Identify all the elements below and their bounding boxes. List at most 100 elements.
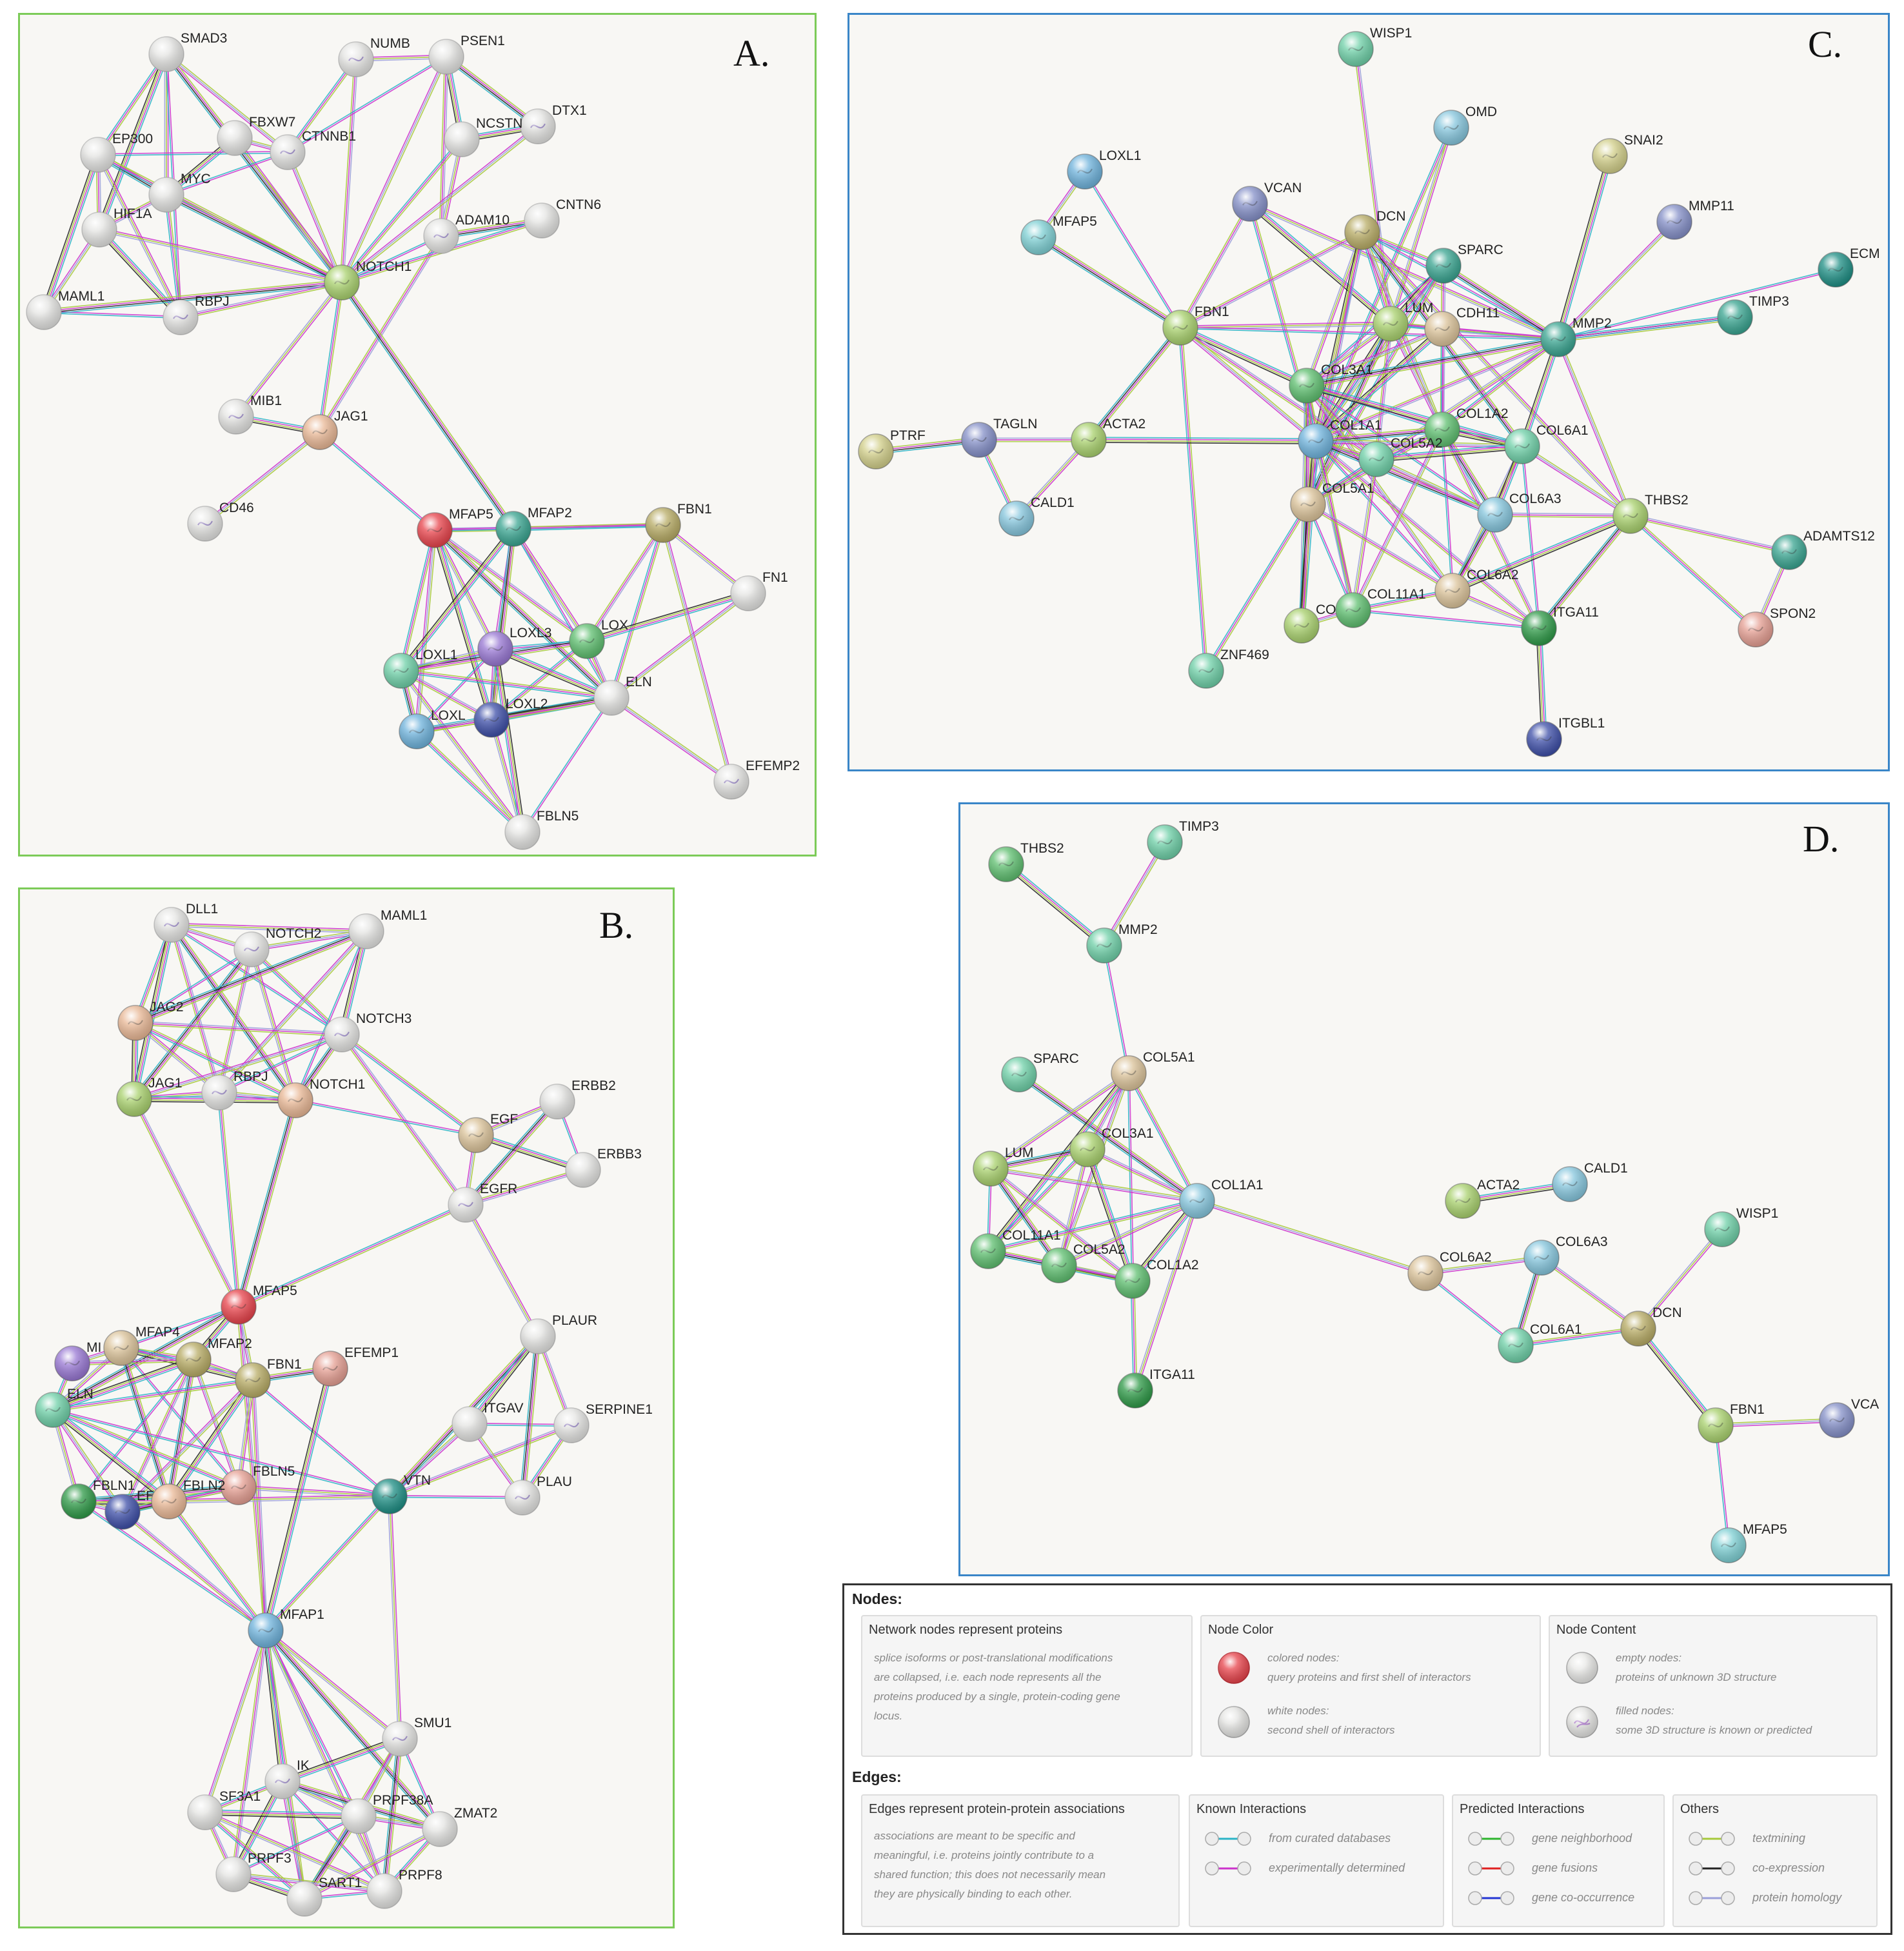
node-a-maml1[interactable]: MAML1 [26,289,104,330]
node-b-notch2[interactable]: NOTCH2 [233,926,321,967]
node-b-itgav[interactable]: ITGAV [451,1401,523,1442]
node-a-lox[interactable]: LOX [569,618,628,659]
node-c-col5a2[interactable]: COL5A2 [1358,436,1443,477]
node-a-ctnnb1[interactable]: CTNNB1 [270,129,356,170]
node-c-spon2[interactable]: SPON2 [1738,606,1816,648]
node-b-plau[interactable]: PLAU [504,1474,572,1516]
node-b-ik[interactable]: IK [264,1758,310,1799]
node-d-acta2[interactable]: ACTA2 [1445,1178,1520,1219]
node-c-col5a1[interactable]: COL5A1 [1290,481,1374,522]
node-d-dcn[interactable]: DCN [1620,1305,1682,1347]
node-a-jag1[interactable]: JAG1 [302,409,368,450]
node-b-notch1[interactable]: NOTCH1 [277,1077,365,1118]
node-a-mfap2[interactable]: MFAP2 [495,506,572,547]
node-b-jag2[interactable]: JAG2 [117,1000,184,1041]
node-a-mib1[interactable]: MIB1 [218,393,282,435]
node-d-cald1[interactable]: CALD1 [1552,1161,1628,1202]
node-d-mfap5[interactable]: MFAP5 [1711,1522,1787,1563]
node-a-fbxw7[interactable]: FBXW7 [217,115,295,156]
node-d-col1a2[interactable]: COL1A2 [1115,1258,1199,1299]
node-b-notch3[interactable]: NOTCH3 [324,1011,412,1053]
node-b-rbpj[interactable]: RBPJ [201,1069,268,1111]
node-b-maml1[interactable]: MAML1 [348,908,427,949]
node-a-mfap5[interactable]: MFAP5 [417,507,493,548]
node-c-itga11[interactable]: ITGA11 [1521,605,1599,646]
node-b-smu1[interactable]: SMU1 [382,1716,451,1757]
node-a-loxl4[interactable]: LOXL [399,708,466,749]
node-c-mmp11[interactable]: MMP11 [1656,199,1734,240]
node-c-ecm[interactable]: ECM [1818,246,1880,288]
node-b-sart1[interactable]: SART1 [286,1876,362,1917]
node-b-egfr[interactable]: EGFR [448,1182,517,1223]
node-a-ep300[interactable]: EP300 [80,132,153,173]
node-a-fbln5[interactable]: FBLN5 [504,809,579,850]
node-d-lum[interactable]: LUM [973,1145,1033,1187]
node-b-jag1[interactable]: JAG1 [116,1076,183,1117]
node-a-hif1a[interactable]: HIF1A [81,206,152,248]
node-a-psen1[interactable]: PSEN1 [428,34,505,75]
node-a-loxl3[interactable]: LOXL3 [477,626,551,667]
node-c-wisp1[interactable]: WISP1 [1338,26,1412,67]
node-c-tagln[interactable]: TAGLN [961,417,1037,458]
node-c-thbs2[interactable]: THBS2 [1612,493,1689,534]
node-b-egf[interactable]: EGF [458,1112,518,1153]
node-d-col6a3[interactable]: COL6A3 [1523,1234,1608,1276]
node-b-mfap2[interactable]: MFAP2 [175,1336,252,1378]
node-a-smad3[interactable]: SMAD3 [148,31,227,72]
node-a-notch1[interactable]: NOTCH1 [324,259,412,301]
node-d-itga11[interactable]: ITGA11 [1117,1367,1195,1409]
node-d-col6a2[interactable]: COL6A2 [1407,1250,1492,1291]
node-b-serpine1[interactable]: SERPINE1 [553,1402,653,1443]
node-d-col5a1[interactable]: COL5A1 [1111,1050,1195,1091]
node-c-mmp2[interactable]: MMP2 [1540,316,1612,357]
node-d-mmp2[interactable]: MMP2 [1086,922,1158,964]
node-c-acta2[interactable]: ACTA2 [1071,417,1145,458]
node-b-plaur[interactable]: PLAUR [520,1313,597,1354]
node-b-zmat2[interactable]: ZMAT2 [422,1806,497,1847]
node-c-col11a1[interactable]: COL11A1 [1335,587,1426,628]
node-b-eln[interactable]: ELN [35,1387,94,1428]
node-c-adamts12[interactable]: ADAMTS12 [1771,529,1875,570]
node-a-cd46[interactable]: CD46 [187,500,254,542]
node-a-cntn6[interactable]: CNTN6 [524,197,601,239]
node-a-rbpj[interactable]: RBPJ [163,294,230,335]
node-c-sparc[interactable]: SPARC [1425,243,1503,284]
node-a-dtx1[interactable]: DTX1 [520,103,587,144]
node-b-efemp1[interactable]: EFEMP1 [312,1345,399,1387]
node-c-col12a1[interactable]: CO [1284,602,1336,644]
node-d-vcan[interactable]: VCA [1819,1397,1879,1438]
node-a-eln[interactable]: ELN [593,675,652,716]
node-c-col6a3[interactable]: COL6A3 [1477,491,1562,533]
node-c-cdh11[interactable]: CDH11 [1424,306,1500,347]
node-a-adam10[interactable]: ADAM10 [423,213,510,254]
node-d-col5a2[interactable]: COL5A2 [1041,1242,1126,1283]
node-c-col6a2[interactable]: COL6A2 [1434,568,1519,609]
node-b-fbln1[interactable]: FBLN1 [61,1478,135,1520]
node-b-sf3a1[interactable]: SF3A1 [187,1789,261,1830]
node-c-timp3[interactable]: TIMP3 [1717,294,1789,335]
node-b-dll1[interactable]: DLL1 [154,902,218,943]
node-c-itgbl1[interactable]: ITGBL1 [1526,716,1605,757]
node-c-lum[interactable]: LUM [1373,301,1433,342]
node-d-wisp1[interactable]: WISP1 [1704,1206,1778,1247]
node-c-ptrf[interactable]: PTRF [858,428,926,470]
node-b-mfap1[interactable]: MFAP1 [248,1607,324,1649]
node-a-ncstn[interactable]: NCSTN [444,116,522,157]
node-c-dcn[interactable]: DCN [1344,209,1406,250]
node-c-col1a1[interactable]: COL1A1 [1298,418,1382,459]
node-b-fbln2[interactable]: FBLN2 [151,1478,225,1520]
node-a-numb[interactable]: NUMB [338,36,410,77]
node-c-cald1[interactable]: CALD1 [998,495,1075,537]
node-d-col6a1[interactable]: COL6A1 [1498,1322,1582,1363]
node-a-fn1[interactable]: FN1 [730,570,788,611]
node-c-col1a2[interactable]: COL1A2 [1424,406,1509,448]
node-d-col3a1[interactable]: COL3A1 [1069,1126,1154,1167]
node-c-snai2[interactable]: SNAI2 [1592,133,1663,174]
node-c-loxl1[interactable]: LOXL1 [1067,148,1141,190]
node-c-mfap5[interactable]: MFAP5 [1020,214,1097,255]
node-c-col3a1[interactable]: COL3A1 [1289,362,1373,404]
node-b-mfap3[interactable]: MI [54,1340,101,1382]
node-b-fbn1[interactable]: FBN1 [235,1357,302,1398]
node-b-vtn[interactable]: VTN [372,1473,431,1514]
node-a-myc[interactable]: MYC [148,172,211,213]
